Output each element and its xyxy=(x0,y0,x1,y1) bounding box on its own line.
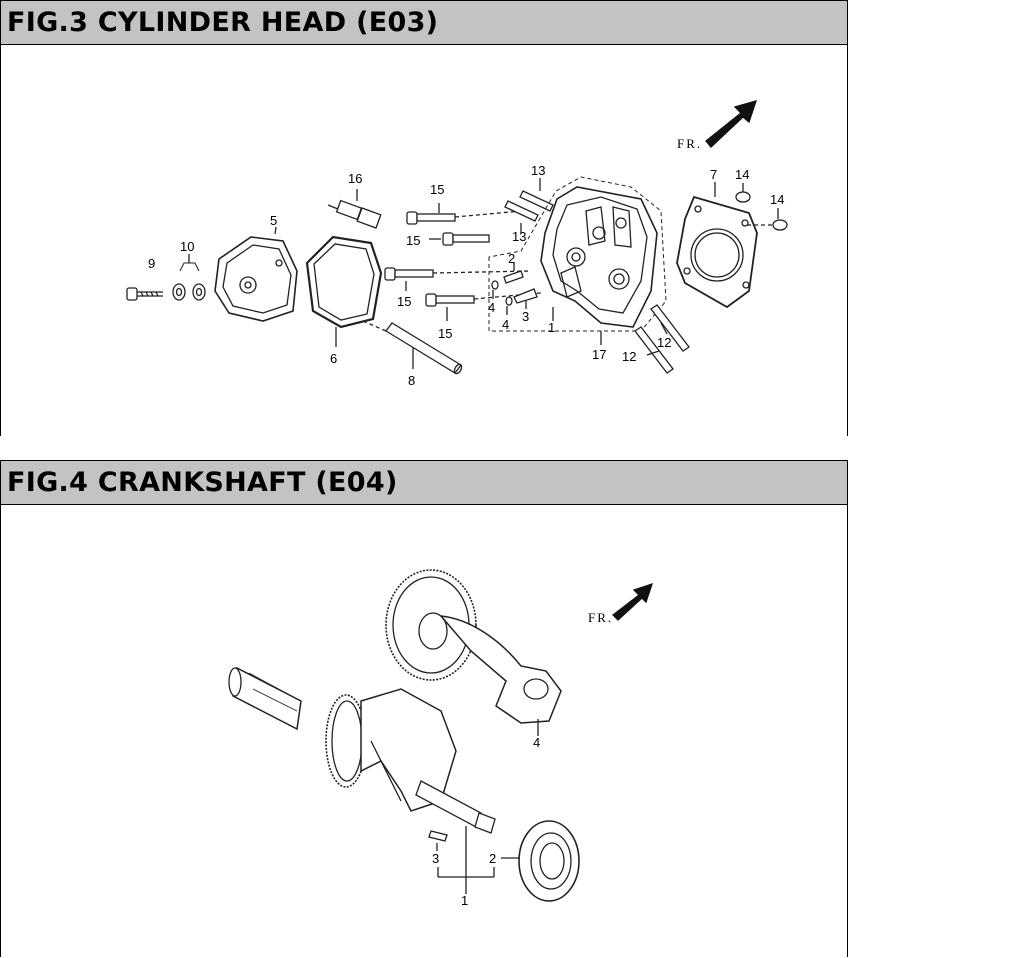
valve-components-part-2-3-4 xyxy=(491,263,538,315)
callout-2: 2 xyxy=(489,851,496,866)
callout-12: 12 xyxy=(622,349,636,364)
crankshaft-exploded-diagram: FR. 4 3 2 1 xyxy=(228,569,654,908)
callout-15: 15 xyxy=(397,294,411,309)
cylinder-head-exploded-diagram: FR. 9 10 5 16 6 8 15 15 15 15 13 13 2 4 … xyxy=(126,100,788,388)
callout-3: 3 xyxy=(522,309,529,324)
bolt-part-15 xyxy=(406,203,522,225)
stud-bolt-part-13 xyxy=(504,178,554,233)
callout-4: 4 xyxy=(533,735,540,750)
callout-1: 1 xyxy=(461,893,468,908)
figure-title-bar: FIG.4 CRANKSHAFT (E04) xyxy=(1,461,847,505)
bolt-part-15 xyxy=(429,232,490,246)
callout-10: 10 xyxy=(180,239,194,254)
bolt-part-9 xyxy=(126,287,163,301)
head-gasket-part-5 xyxy=(676,182,758,309)
callout-5: 7 xyxy=(710,167,717,182)
callout-4: 4 xyxy=(488,300,495,315)
callout-17: 17 xyxy=(592,347,606,362)
callout-16: 16 xyxy=(348,171,362,186)
figure-title: FIG.3 CYLINDER HEAD (E03) xyxy=(7,7,439,38)
callout-2: 2 xyxy=(508,251,515,266)
figure-title: FIG.4 CRANKSHAFT (E04) xyxy=(7,467,398,498)
callout-labels: 4 3 2 1 xyxy=(432,735,540,908)
bolt-part-15 xyxy=(384,267,532,291)
callout-9: 9 xyxy=(148,256,155,271)
callout-6: 5 xyxy=(270,213,277,228)
front-direction-label: FR. xyxy=(677,136,702,151)
dowel-pin-part-14 xyxy=(735,183,788,231)
figure-panel-crankshaft: FIG.4 CRANKSHAFT (E04) xyxy=(0,460,848,957)
ball-bearing-part-2 xyxy=(501,820,580,902)
woodruff-key-part-3 xyxy=(428,830,448,851)
front-direction-arrow-icon xyxy=(705,100,758,148)
front-direction-label: FR. xyxy=(588,610,613,625)
head-cover-gasket-part-7 xyxy=(305,235,383,347)
callout-labels: 9 10 5 16 6 8 15 15 15 15 13 13 2 4 4 3 … xyxy=(148,163,784,388)
crankshaft-part-1 xyxy=(228,666,496,894)
callout-13: 13 xyxy=(512,229,526,244)
callout-7: 6 xyxy=(330,351,337,366)
front-direction-arrow-icon xyxy=(612,582,654,621)
balancer-shaft-part-4 xyxy=(385,569,562,736)
figure-panel-cylinder-head: FIG.3 CYLINDER HEAD (E03) xyxy=(0,0,848,436)
stud-bolt-part-12 xyxy=(634,304,690,374)
spark-plug-part-16 xyxy=(327,189,382,229)
callout-1: 1 xyxy=(548,320,555,335)
push-rod-part-8 xyxy=(362,320,463,375)
cylinder-head-cover-part-6 xyxy=(214,226,298,322)
callout-15: 15 xyxy=(406,233,420,248)
cylinder-head-part-1 xyxy=(540,186,658,328)
callout-15: 15 xyxy=(438,326,452,341)
callout-15: 15 xyxy=(430,182,444,197)
callout-3: 3 xyxy=(432,851,439,866)
callout-12: 12 xyxy=(657,335,671,350)
callout-14: 14 xyxy=(770,192,784,207)
callout-8: 8 xyxy=(408,373,415,388)
callout-14: 14 xyxy=(735,167,749,182)
washer-set-part-10 xyxy=(172,254,206,301)
figure-title-bar: FIG.3 CYLINDER HEAD (E03) xyxy=(1,1,847,45)
callout-13: 13 xyxy=(531,163,545,178)
callout-4: 4 xyxy=(502,317,509,332)
